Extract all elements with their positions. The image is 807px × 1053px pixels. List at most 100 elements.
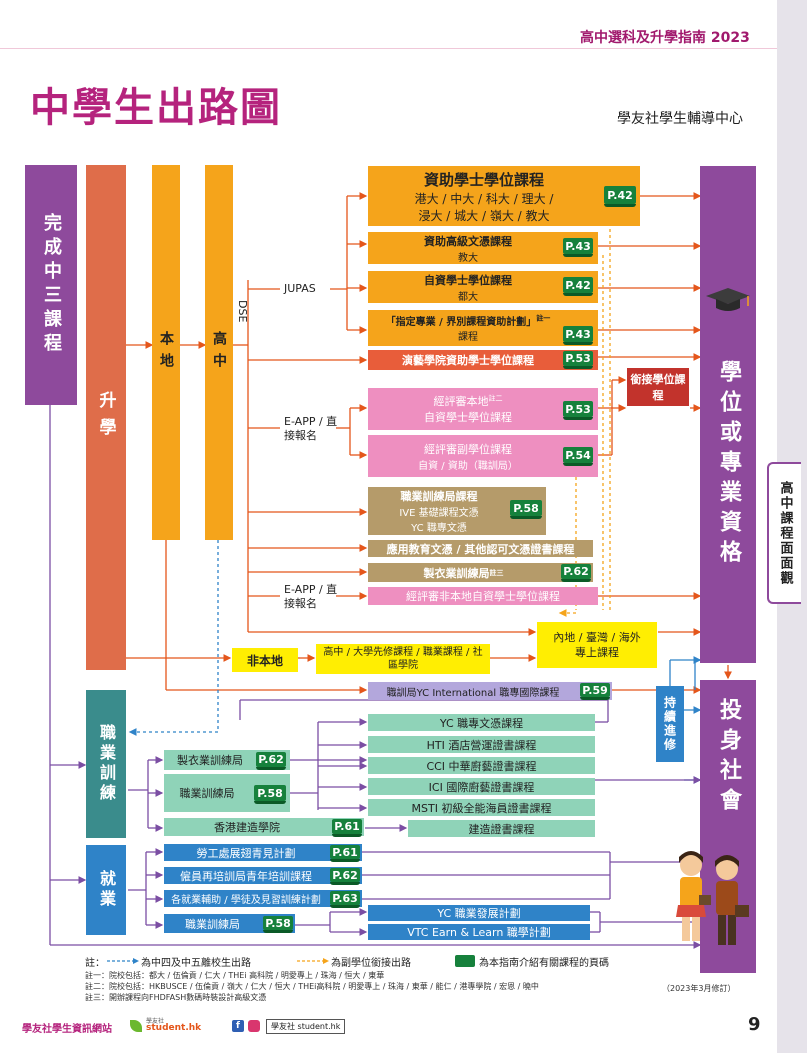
instagram-icon[interactable] [248, 1020, 260, 1032]
note-1: 註一：院校包括：都大 / 伍倫貢 / 仁大 / THEi 高科院 / 明愛專上 … [85, 971, 385, 980]
voc-yc-diploma: YC 職專文憑課程 [368, 714, 595, 731]
legend-book-label: 為本指南介紹有關課程的頁碼 [479, 957, 609, 969]
book-icon [455, 955, 475, 967]
program-sub-degree-title: 經評審副學位課程 [424, 442, 512, 456]
vocational-box: 職業訓練 [86, 690, 126, 838]
bridge-degree-label: 銜接學位課程 [630, 373, 686, 402]
voc-hti-label: HTI 酒店營運證書課程 [426, 738, 537, 752]
page-ref-badge: P.62 [256, 752, 286, 770]
side-tab-label: 高中課程面面觀 [777, 480, 793, 586]
voc-ici-label: ICI 國際廚藝證書課程 [428, 780, 535, 794]
program-accredited-local-degree-note: 註二 [488, 394, 503, 403]
program-vtc-line2: YC 職專文憑 [411, 523, 467, 534]
page-ref-badge: P.58 [254, 785, 286, 804]
emp-vtc-earn-label: VTC Earn & Learn 職學計劃 [407, 926, 551, 939]
revised-date: （2023年3月修訂） [662, 984, 736, 993]
program-sub-degree: 經評審副學位課程 自資 / 資助（職訓局） [368, 435, 598, 477]
complete-s3-box: 完成中三課程 [25, 165, 77, 405]
non-local-course-label: 高中 / 大學先修課程 / 職業課程 / 社區學院 [323, 647, 483, 671]
program-sub-degree-sub: 自資 / 資助（職訓局） [418, 460, 518, 472]
program-vtc: 職業訓練局課程 IVE 基礎課程文憑 YC 職專文憑 [368, 487, 546, 535]
s4-label: 高中 [211, 330, 227, 375]
continue-study-label: 持續進修 [662, 696, 677, 752]
page-ref-badge: P.62 [561, 564, 591, 582]
page-ref-badge: P.63 [330, 891, 360, 908]
yellow-dashed-arrow-icon [297, 958, 329, 964]
page-title: 中學生出路圖 [30, 85, 282, 131]
note-3: 註三：開辦課程向FHDFASH數碼時裝設計高級文憑 [85, 993, 267, 1002]
emp-apprentice: 各就業輔助 / 學徒及見習訓練計劃 [164, 890, 362, 907]
page-ref-badge: P.61 [332, 819, 362, 837]
emp-apprentice-label: 各就業輔助 / 學徒及見習訓練計劃 [171, 895, 321, 906]
voc-yc-diploma-label: YC 職專文憑課程 [439, 716, 524, 730]
note-2: 註二：院校包括：HKBUSCE / 伍倫貢 / 嶺大 / 仁大 / 恒大 / T… [85, 982, 539, 991]
employment-box: 就業 [86, 845, 126, 935]
program-subsidized-hd: 資助高級文憑課程 教大 [368, 232, 598, 264]
emp-vtc-earn: VTC Earn & Learn 職學計劃 [368, 924, 590, 940]
continue-study-box: 持續進修 [656, 686, 684, 762]
voc-msti: MSTI 初級全能海員證書課程 [368, 799, 595, 816]
page-ref-badge: P.59 [580, 683, 610, 700]
voc-cic: 香港建造學院 [164, 818, 364, 836]
degree-box: 學位或專業資格 [700, 166, 756, 663]
program-subsidized-degree-line2: 浸大 / 城大 / 嶺大 / 教大 [418, 208, 550, 223]
program-applied-education-title: 應用教育文憑 / 其他認可文憑證書課程 [386, 542, 575, 556]
emp-vtc-label: 職業訓練局 [185, 917, 240, 931]
program-clothing-note: 註三 [489, 568, 504, 577]
voc-clothing-label: 製衣業訓練局 [177, 754, 243, 767]
footer-site[interactable]: 學友社學生資訊網站 [22, 1024, 112, 1035]
leaf-icon [130, 1020, 142, 1032]
page-ref-badge: P.61 [330, 845, 360, 862]
s4-box: 高中 [205, 165, 233, 540]
program-subsidized-degree-title: 資助學士學位課程 [423, 170, 544, 189]
local-box: 本地 [152, 165, 180, 540]
org-name: 學友社學生輔導中心 [617, 111, 743, 127]
complete-s3-label: 完成中三課程 [41, 213, 62, 357]
bridge-degree-box: 銜接學位課程 [627, 368, 689, 406]
page-ref-badge: P.53 [563, 401, 593, 420]
emp-erb-label: 僱員再培訓局青年培訓課程 [180, 869, 312, 883]
blue-dashed-arrow-icon [107, 958, 139, 964]
voc-construction: 建造證書課程 [408, 820, 595, 837]
program-vtc-title: 職業訓練局課程 [400, 490, 478, 503]
facebook-icon[interactable]: f [232, 1020, 244, 1032]
non-local-course-box: 高中 / 大學先修課程 / 職業課程 / 社區學院 [316, 644, 490, 674]
jupas-label: JUPAS [284, 282, 316, 295]
program-subsidized-hd-sub: 教大 [458, 252, 478, 264]
program-apa: 演藝學院資助學士學位課程 [368, 350, 598, 370]
voc-ici: ICI 國際廚藝證書課程 [368, 778, 595, 795]
program-applied-education: 應用教育文憑 / 其他認可文憑證書課程 [368, 540, 593, 557]
program-non-local-degree-title: 經評審非本地自資學士學位課程 [406, 590, 560, 603]
footer-social-link[interactable]: 學友社 student.hk [266, 1019, 346, 1034]
program-accredited-local-degree-title: 經評審本地註二 [434, 393, 503, 409]
legend: 註： 為中四及中五離校生出路 為副學位銜接出路 為本指南介紹有關課程的頁碼 [85, 953, 685, 969]
legend-blue-label: 為中四及中五離校生出路 [141, 957, 251, 969]
side-tab[interactable]: 高中課程面面觀 [767, 462, 801, 604]
voc-vtc-label: 職業訓練局 [179, 787, 235, 800]
mortarboard-icon [700, 284, 756, 314]
program-subsidized-hd-title: 資助高級文憑課程 [424, 234, 512, 248]
voc-vtc: 職業訓練局 [164, 774, 290, 812]
promote-label: 升學 [95, 390, 116, 445]
emp-yc-dev-label: YC 職業發展計劃 [437, 907, 521, 920]
non-local-label: 非本地 [246, 653, 283, 668]
overseas-label: 內地 / 臺灣 / 海外 專上課程 [553, 631, 641, 659]
program-clothing-title: 製衣業訓練局 [423, 566, 490, 580]
student-hk-logo-top: 學友社 [146, 1018, 165, 1025]
page-ref-badge: P.42 [563, 277, 593, 296]
program-accredited-local-degree-title-text: 經評審本地 [433, 395, 489, 408]
non-local-box: 非本地 [232, 648, 298, 672]
legend-yellow-label: 為副學位銜接出路 [331, 957, 411, 969]
program-yc-international-title: 職訓局YC International 職專國際課程 [386, 687, 560, 699]
emp-erb: 僱員再培訓局青年培訓課程 [164, 867, 362, 884]
program-yc-international: 職訓局YC International 職專國際課程 [368, 682, 612, 700]
student-hk-logo-text: student.hk [146, 1023, 202, 1033]
eapp-label-1: E-APP / 直接報名 [284, 415, 338, 442]
page-ref-badge: P.42 [604, 186, 636, 207]
page-ref-badge: P.54 [563, 447, 593, 466]
emp-vtc: 職業訓練局 [164, 914, 295, 933]
local-label: 本地 [158, 330, 174, 375]
promote-box: 升學 [86, 165, 126, 670]
page-ref-badge: P.53 [563, 351, 593, 369]
student-hk-logo[interactable]: 學友社 student.hk [130, 1016, 210, 1036]
